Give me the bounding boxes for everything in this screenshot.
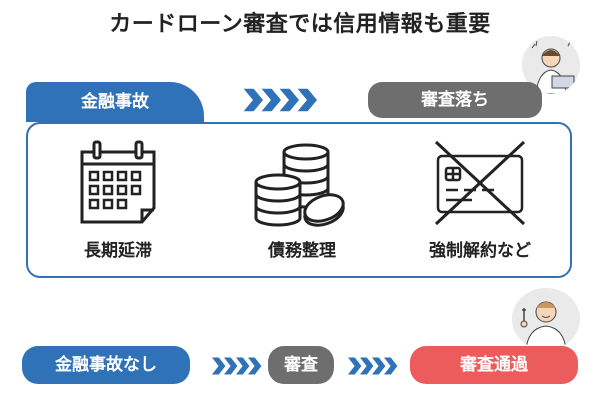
chevron-right-icon bbox=[209, 356, 227, 376]
chevron-right-icon bbox=[221, 356, 239, 376]
coin-stack-icon bbox=[252, 140, 348, 236]
screening-label: 審査 bbox=[284, 355, 318, 375]
rejection-pill: 審査落ち bbox=[368, 82, 542, 118]
approval-pill: 審査通過 bbox=[410, 346, 578, 384]
no-financial-accident-label: 金融事故なし bbox=[55, 355, 157, 375]
chevron-right-icon bbox=[258, 87, 283, 113]
calendar-icon bbox=[78, 138, 158, 232]
approval-label: 審査通過 bbox=[460, 355, 528, 375]
chevron-right-icon bbox=[240, 87, 265, 113]
chevron-right-icon bbox=[276, 87, 301, 113]
chevron-right-icon bbox=[294, 87, 319, 113]
rejection-label: 審査落ち bbox=[421, 90, 489, 110]
chevron-right-icon bbox=[233, 356, 251, 376]
chevron-right-icon bbox=[245, 356, 263, 376]
financial-accident-label: 金融事故 bbox=[81, 92, 149, 112]
chevron-right-icon bbox=[345, 356, 363, 376]
chevron-right-icon bbox=[369, 356, 387, 376]
chevron-right-icon bbox=[381, 356, 399, 376]
debt-consolidation-label: 債務整理 bbox=[268, 241, 336, 261]
crossed-credit-card-icon bbox=[432, 140, 528, 230]
page-title: カードローン審査では信用情報も重要 bbox=[109, 12, 491, 37]
financial-accident-tab: 金融事故 bbox=[26, 82, 204, 122]
worried-person-avatar bbox=[522, 36, 580, 94]
bottom-arrow-chevrons-2 bbox=[345, 356, 399, 380]
top-arrow-chevrons bbox=[240, 86, 330, 118]
bottom-arrow-chevrons-1 bbox=[209, 356, 263, 380]
long-term-delinquency-label: 長期延滞 bbox=[84, 241, 152, 261]
screening-pill: 審査 bbox=[268, 346, 334, 384]
forced-cancellation-label: 強制解約など bbox=[429, 241, 531, 261]
happy-person-avatar bbox=[512, 288, 580, 350]
no-financial-accident-pill: 金融事故なし bbox=[22, 346, 190, 384]
chevron-right-icon bbox=[357, 356, 375, 376]
